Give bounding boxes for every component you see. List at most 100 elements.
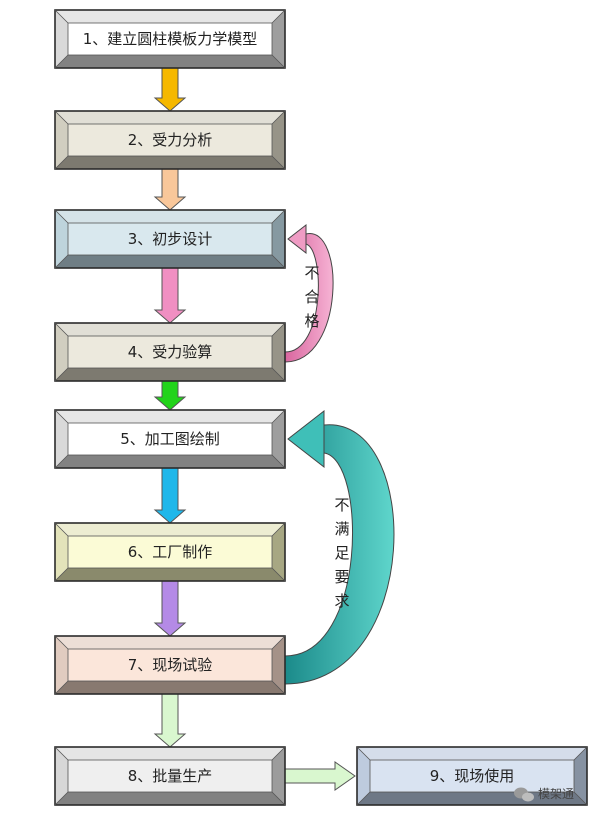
bevel-corner — [54, 522, 69, 537]
bevel-top — [55, 636, 285, 649]
bevel-right — [272, 10, 285, 68]
bevel-corner — [271, 454, 286, 469]
bevel-corner — [271, 746, 286, 761]
bevel-corner — [54, 322, 69, 337]
arrow-1-to-2 — [153, 67, 187, 112]
step-face — [67, 535, 273, 569]
bevel-corner — [271, 54, 286, 69]
bevel-top — [55, 747, 285, 760]
arrow-8-to-9 — [284, 761, 356, 791]
arrow-6-to-7 — [153, 580, 187, 637]
bevel-corner — [54, 254, 69, 269]
bevel-corner — [271, 522, 286, 537]
step-box-4: 4、受力验算 — [54, 322, 286, 382]
bevel-left — [55, 636, 68, 694]
step-outline — [54, 635, 286, 695]
step-box-6: 6、工厂制作 — [54, 522, 286, 582]
arrow-7-to-8 — [153, 693, 187, 748]
bevel-corner — [271, 110, 286, 125]
bevel-right — [272, 210, 285, 268]
arrow-3-to-4 — [153, 267, 187, 324]
bevel-bottom — [55, 255, 285, 268]
bevel-corner — [54, 791, 69, 806]
step-label-7: 7、现场试验 — [128, 656, 213, 674]
bevel-bottom — [55, 455, 285, 468]
step-face — [67, 648, 273, 682]
feedback-arrowhead — [287, 223, 307, 255]
step-label-6: 6、工厂制作 — [128, 543, 213, 561]
step-label-8: 8、批量生产 — [128, 767, 213, 785]
bevel-corner — [271, 680, 286, 695]
bevel-corner — [573, 746, 588, 761]
bevel-right — [272, 111, 285, 169]
step-face — [67, 759, 273, 793]
arrow-2-to-3 — [153, 168, 187, 211]
bevel-corner — [271, 635, 286, 650]
bevel-top — [357, 747, 587, 760]
step-box-9: 9、现场使用 — [356, 746, 588, 806]
watermark-text: 模架通 — [538, 787, 574, 801]
bevel-corner — [271, 9, 286, 24]
step-face — [67, 422, 273, 456]
bevel-bottom — [55, 568, 285, 581]
bevel-corner — [54, 746, 69, 761]
step-label-3: 3、初步设计 — [128, 230, 213, 248]
bevel-corner — [54, 567, 69, 582]
watermark: 模架通 — [514, 787, 574, 802]
bevel-top — [55, 10, 285, 23]
bevel-bottom — [55, 368, 285, 381]
bevel-corner — [54, 110, 69, 125]
bevel-right — [272, 747, 285, 805]
bevel-corner — [54, 635, 69, 650]
step-face — [67, 335, 273, 369]
step-label-2: 2、受力分析 — [128, 131, 213, 149]
feedback-band — [284, 424, 395, 685]
step-face — [369, 759, 575, 793]
bevel-left — [55, 210, 68, 268]
step-outline — [54, 522, 286, 582]
bevel-left — [55, 111, 68, 169]
bevel-corner — [54, 454, 69, 469]
step-outline — [54, 746, 286, 806]
bevel-corner — [271, 322, 286, 337]
bevel-top — [55, 323, 285, 336]
step-box-3: 3、初步设计 — [54, 209, 286, 269]
bevel-corner — [271, 791, 286, 806]
bevel-bottom — [55, 681, 285, 694]
bevel-right — [272, 636, 285, 694]
feedback-label-2: 不满足要求 — [334, 496, 349, 610]
bevel-corner — [54, 367, 69, 382]
bevel-left — [55, 410, 68, 468]
bevel-corner — [573, 791, 588, 806]
step-outline — [356, 746, 588, 806]
bevel-left — [357, 747, 370, 805]
step-box-8: 8、批量生产 — [54, 746, 286, 806]
step-label-4: 4、受力验算 — [128, 343, 213, 361]
wechat-icon — [514, 787, 534, 802]
bevel-corner — [356, 791, 371, 806]
feedback-label-1: 不合格 — [304, 264, 319, 330]
bevel-corner — [271, 209, 286, 224]
bevel-right — [574, 747, 587, 805]
bevel-bottom — [55, 55, 285, 68]
step-face — [67, 22, 273, 56]
bevel-corner — [54, 54, 69, 69]
bevel-right — [272, 523, 285, 581]
step-box-5: 5、加工图绘制 — [54, 409, 286, 469]
step-box-2: 2、受力分析 — [54, 110, 286, 170]
feedback-arrow-7-to-5: 不满足要求 — [284, 409, 395, 685]
bevel-left — [55, 747, 68, 805]
step-face — [67, 222, 273, 256]
bevel-corner — [271, 367, 286, 382]
bevel-corner — [356, 746, 371, 761]
step-box-7: 7、现场试验 — [54, 635, 286, 695]
bevel-corner — [271, 254, 286, 269]
bevel-corner — [54, 209, 69, 224]
step-face — [67, 123, 273, 157]
step-outline — [54, 322, 286, 382]
step-box-1: 1、建立圆柱模板力学模型 — [54, 9, 286, 69]
bevel-right — [272, 410, 285, 468]
bevel-bottom — [55, 156, 285, 169]
bevel-corner — [54, 409, 69, 424]
